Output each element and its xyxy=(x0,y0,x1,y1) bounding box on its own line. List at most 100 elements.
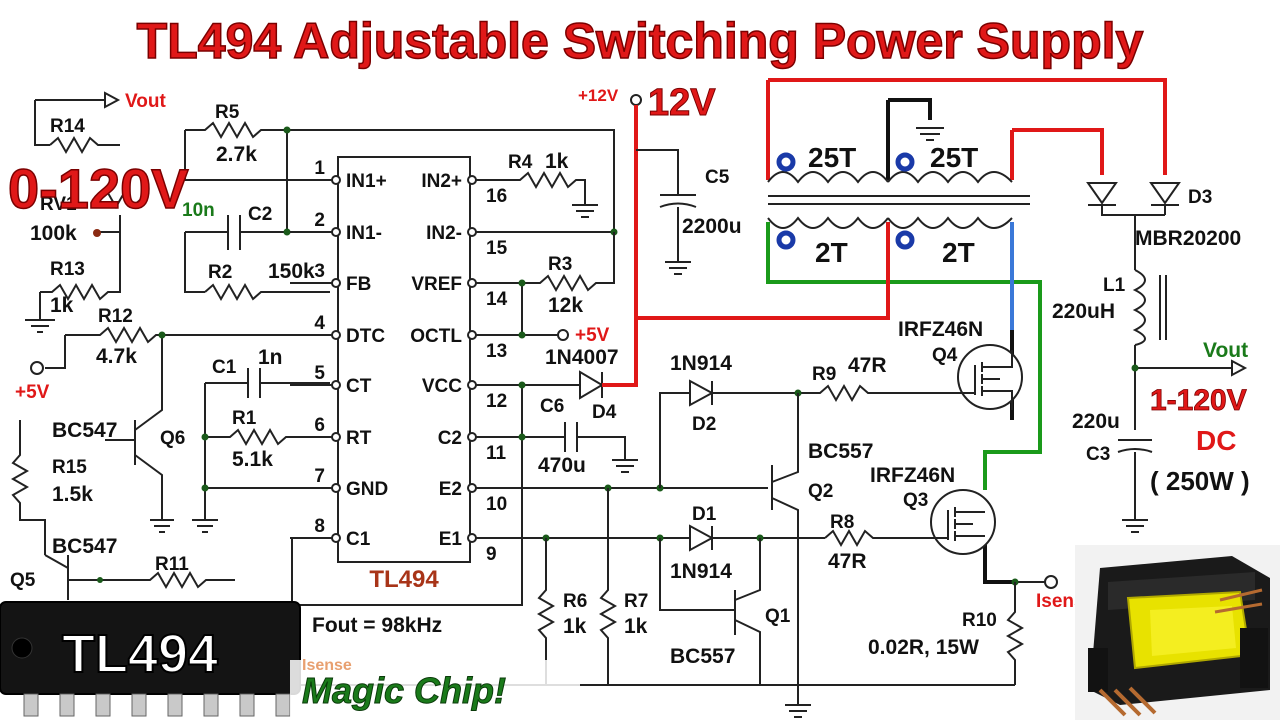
q4-ref: Q4 xyxy=(932,345,958,366)
r13-value: 1k xyxy=(50,294,74,317)
d3-value: MBR20200 xyxy=(1135,227,1241,250)
d3-ref: D3 xyxy=(1188,187,1212,208)
r12-value: 4.7k xyxy=(96,345,137,368)
ic-left-pin-number: 6 xyxy=(314,415,325,436)
fout-label: Fout = 98kHz xyxy=(312,614,442,637)
r8-ref: R8 xyxy=(830,512,854,533)
plus5v-left: +5V xyxy=(15,382,50,403)
ic-right-pin-dot xyxy=(467,330,477,340)
ic-left-pin-name: GND xyxy=(346,479,388,500)
r5-value: 2.7k xyxy=(216,143,257,166)
output-type: DC xyxy=(1196,425,1236,456)
r9-value: 47R xyxy=(848,354,887,377)
transformer: 25T 25T 2T 2T xyxy=(766,78,1167,584)
ic-left-pin-dot xyxy=(331,533,341,543)
ic-right-pin-name: VREF xyxy=(411,274,462,295)
q3-value: IRFZ46N xyxy=(870,464,955,487)
tagline: Magic Chip! xyxy=(302,670,506,711)
tl494-ic: TL494 xyxy=(337,156,471,593)
ic-right-pin-name: C2 xyxy=(438,428,462,449)
ic-right-pin-number: 11 xyxy=(486,443,507,464)
ic-right-pin-name: IN2- xyxy=(426,223,462,244)
r8-value: 47R xyxy=(828,550,867,573)
r12-ref: R12 xyxy=(98,306,133,327)
ic-left-pin-number: 8 xyxy=(314,516,325,537)
r4-ref: R4 xyxy=(508,152,533,173)
ic-right-pin-dot xyxy=(467,483,477,493)
ic-right-pin-dot xyxy=(467,432,477,442)
r3-ref: R3 xyxy=(548,254,572,275)
ic-left-pin-name: RT xyxy=(346,428,372,449)
ic-right-pin-name: OCTL xyxy=(410,326,462,347)
q6-value: BC547 xyxy=(52,419,117,442)
c2-ref: C2 xyxy=(248,204,272,225)
ic-right-pin-name: IN2+ xyxy=(421,171,462,192)
ic-right-pin-dot xyxy=(467,227,477,237)
ic-left-pin-dot xyxy=(331,227,341,237)
ic-right-pin-name: E2 xyxy=(439,479,462,500)
ic-right-pin-dot xyxy=(467,380,477,390)
ic-right-pin-number: 10 xyxy=(486,494,507,515)
ic-right-pin-number: 16 xyxy=(486,186,507,207)
ic-left-pin-number: 2 xyxy=(314,210,325,231)
ic-left-pin-name: IN1+ xyxy=(346,171,387,192)
ic-right-pin-number: 15 xyxy=(486,238,508,259)
q4-value: IRFZ46N xyxy=(898,318,983,341)
ic-right-network: R4 1k R3 12k +5V 1N4007 D4 C6 470u xyxy=(291,150,1015,718)
r1-ref: R1 xyxy=(232,408,257,429)
primary-left-turns: 25T xyxy=(808,142,856,173)
d1-ref: D1 xyxy=(692,504,717,525)
r5-ref: R5 xyxy=(215,102,240,123)
ic-name: TL494 xyxy=(369,566,439,593)
r15-value: 1.5k xyxy=(52,483,93,506)
q5-ref: Q5 xyxy=(10,570,36,591)
secondary-right-turns: 2T xyxy=(942,237,975,268)
ic-left-pin-dot xyxy=(331,278,341,288)
ic-left-pin-name: DTC xyxy=(346,326,385,347)
d4-value: 1N4007 xyxy=(545,346,619,369)
ic-right-pin-dot xyxy=(467,175,477,185)
c1-ref: C1 xyxy=(212,357,237,378)
primary-right-turns: 25T xyxy=(930,142,978,173)
ic-left-pin-name: FB xyxy=(346,274,371,295)
output-power: ( 250W ) xyxy=(1150,466,1250,496)
c2-value: 10n xyxy=(182,200,215,221)
r2-ref: R2 xyxy=(208,262,232,283)
c3-value: 220u xyxy=(1072,410,1120,433)
d2-ref: D2 xyxy=(692,414,716,435)
ic-left-pin-number: 3 xyxy=(314,261,325,282)
power-input: +12V 12V C5 2200u xyxy=(578,82,890,387)
r7-ref: R7 xyxy=(624,591,648,612)
secondary-left-turns: 2T xyxy=(815,237,848,268)
l1-value: 220uH xyxy=(1052,300,1115,323)
supply-label-big: 12V xyxy=(648,82,716,124)
r10-value: 0.02R, 15W xyxy=(868,636,979,659)
chip-badge-label: TL494 xyxy=(62,624,218,684)
ic-left-pin-name: IN1- xyxy=(346,223,382,244)
diagram-title: TL494 Adjustable Switching Power Supply xyxy=(137,13,1144,69)
d4-ref: D4 xyxy=(592,402,617,423)
d1-value: 1N914 xyxy=(670,560,732,583)
ic-left-pin-dot xyxy=(331,330,341,340)
chip-badge: TL494 xyxy=(0,601,301,717)
supply-label-small: +12V xyxy=(578,86,619,105)
ic-left-pin-dot xyxy=(331,380,341,390)
c6-value: 470u xyxy=(538,454,586,477)
rv1-ref: RV1 xyxy=(40,194,77,215)
ic-left-pin-name: CT xyxy=(346,376,372,397)
c3-ref: C3 xyxy=(1086,444,1110,465)
ic-left-pin-dot xyxy=(331,483,341,493)
c5-value: 2200u xyxy=(682,215,742,238)
r14-ref: R14 xyxy=(50,116,85,137)
r4-value: 1k xyxy=(545,150,569,173)
q3-ref: Q3 xyxy=(903,490,928,511)
range-label: 0-120V xyxy=(8,157,189,220)
vout-label: Vout xyxy=(1203,339,1248,362)
d2-value: 1N914 xyxy=(670,352,732,375)
ic-right-pin-number: 14 xyxy=(486,289,508,310)
c1-value: 1n xyxy=(258,346,283,369)
r11-ref: R11 xyxy=(155,554,189,575)
